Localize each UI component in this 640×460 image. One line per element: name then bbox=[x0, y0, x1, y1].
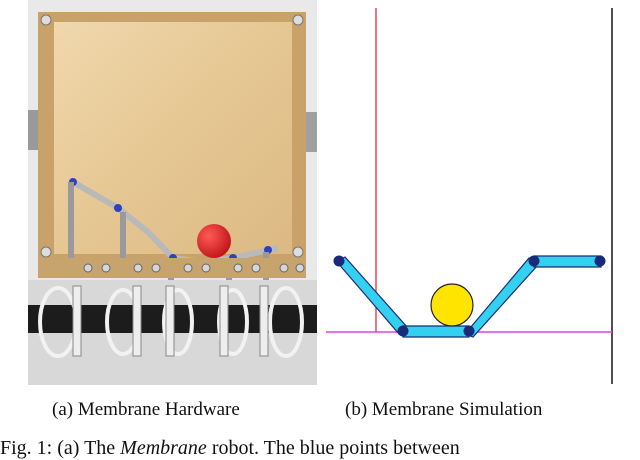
membrane-joint-icon bbox=[528, 255, 540, 267]
membrane-segment bbox=[336, 256, 408, 335]
subfigure-caption-a: (a) Membrane Hardware bbox=[52, 399, 240, 420]
membrane-joint-icon bbox=[397, 325, 409, 337]
subfigure-caption-b: (b) Membrane Simulation bbox=[345, 399, 543, 420]
membrane-simulation bbox=[322, 0, 620, 388]
membrane-joint-icon bbox=[333, 255, 345, 267]
hardware-illustration bbox=[28, 0, 317, 385]
membrane-segment bbox=[533, 255, 602, 268]
simulation-canvas bbox=[326, 8, 613, 384]
figure-caption-suffix: robot. The blue points between bbox=[206, 437, 460, 459]
membrane-segment bbox=[463, 257, 539, 338]
ball bbox=[430, 283, 474, 327]
membrane-joint-icon bbox=[463, 325, 475, 337]
membrane-hardware-photo bbox=[28, 0, 317, 385]
membrane-joint-icon bbox=[594, 255, 606, 267]
figure-caption-emphasis: Membrane bbox=[120, 437, 207, 459]
figure-caption: Fig. 1: (a) The Membrane robot. The blue… bbox=[0, 437, 460, 460]
figure-caption-prefix: Fig. 1: (a) The bbox=[0, 437, 121, 459]
membrane-segment bbox=[402, 325, 470, 338]
membrane-chain bbox=[333, 255, 606, 338]
